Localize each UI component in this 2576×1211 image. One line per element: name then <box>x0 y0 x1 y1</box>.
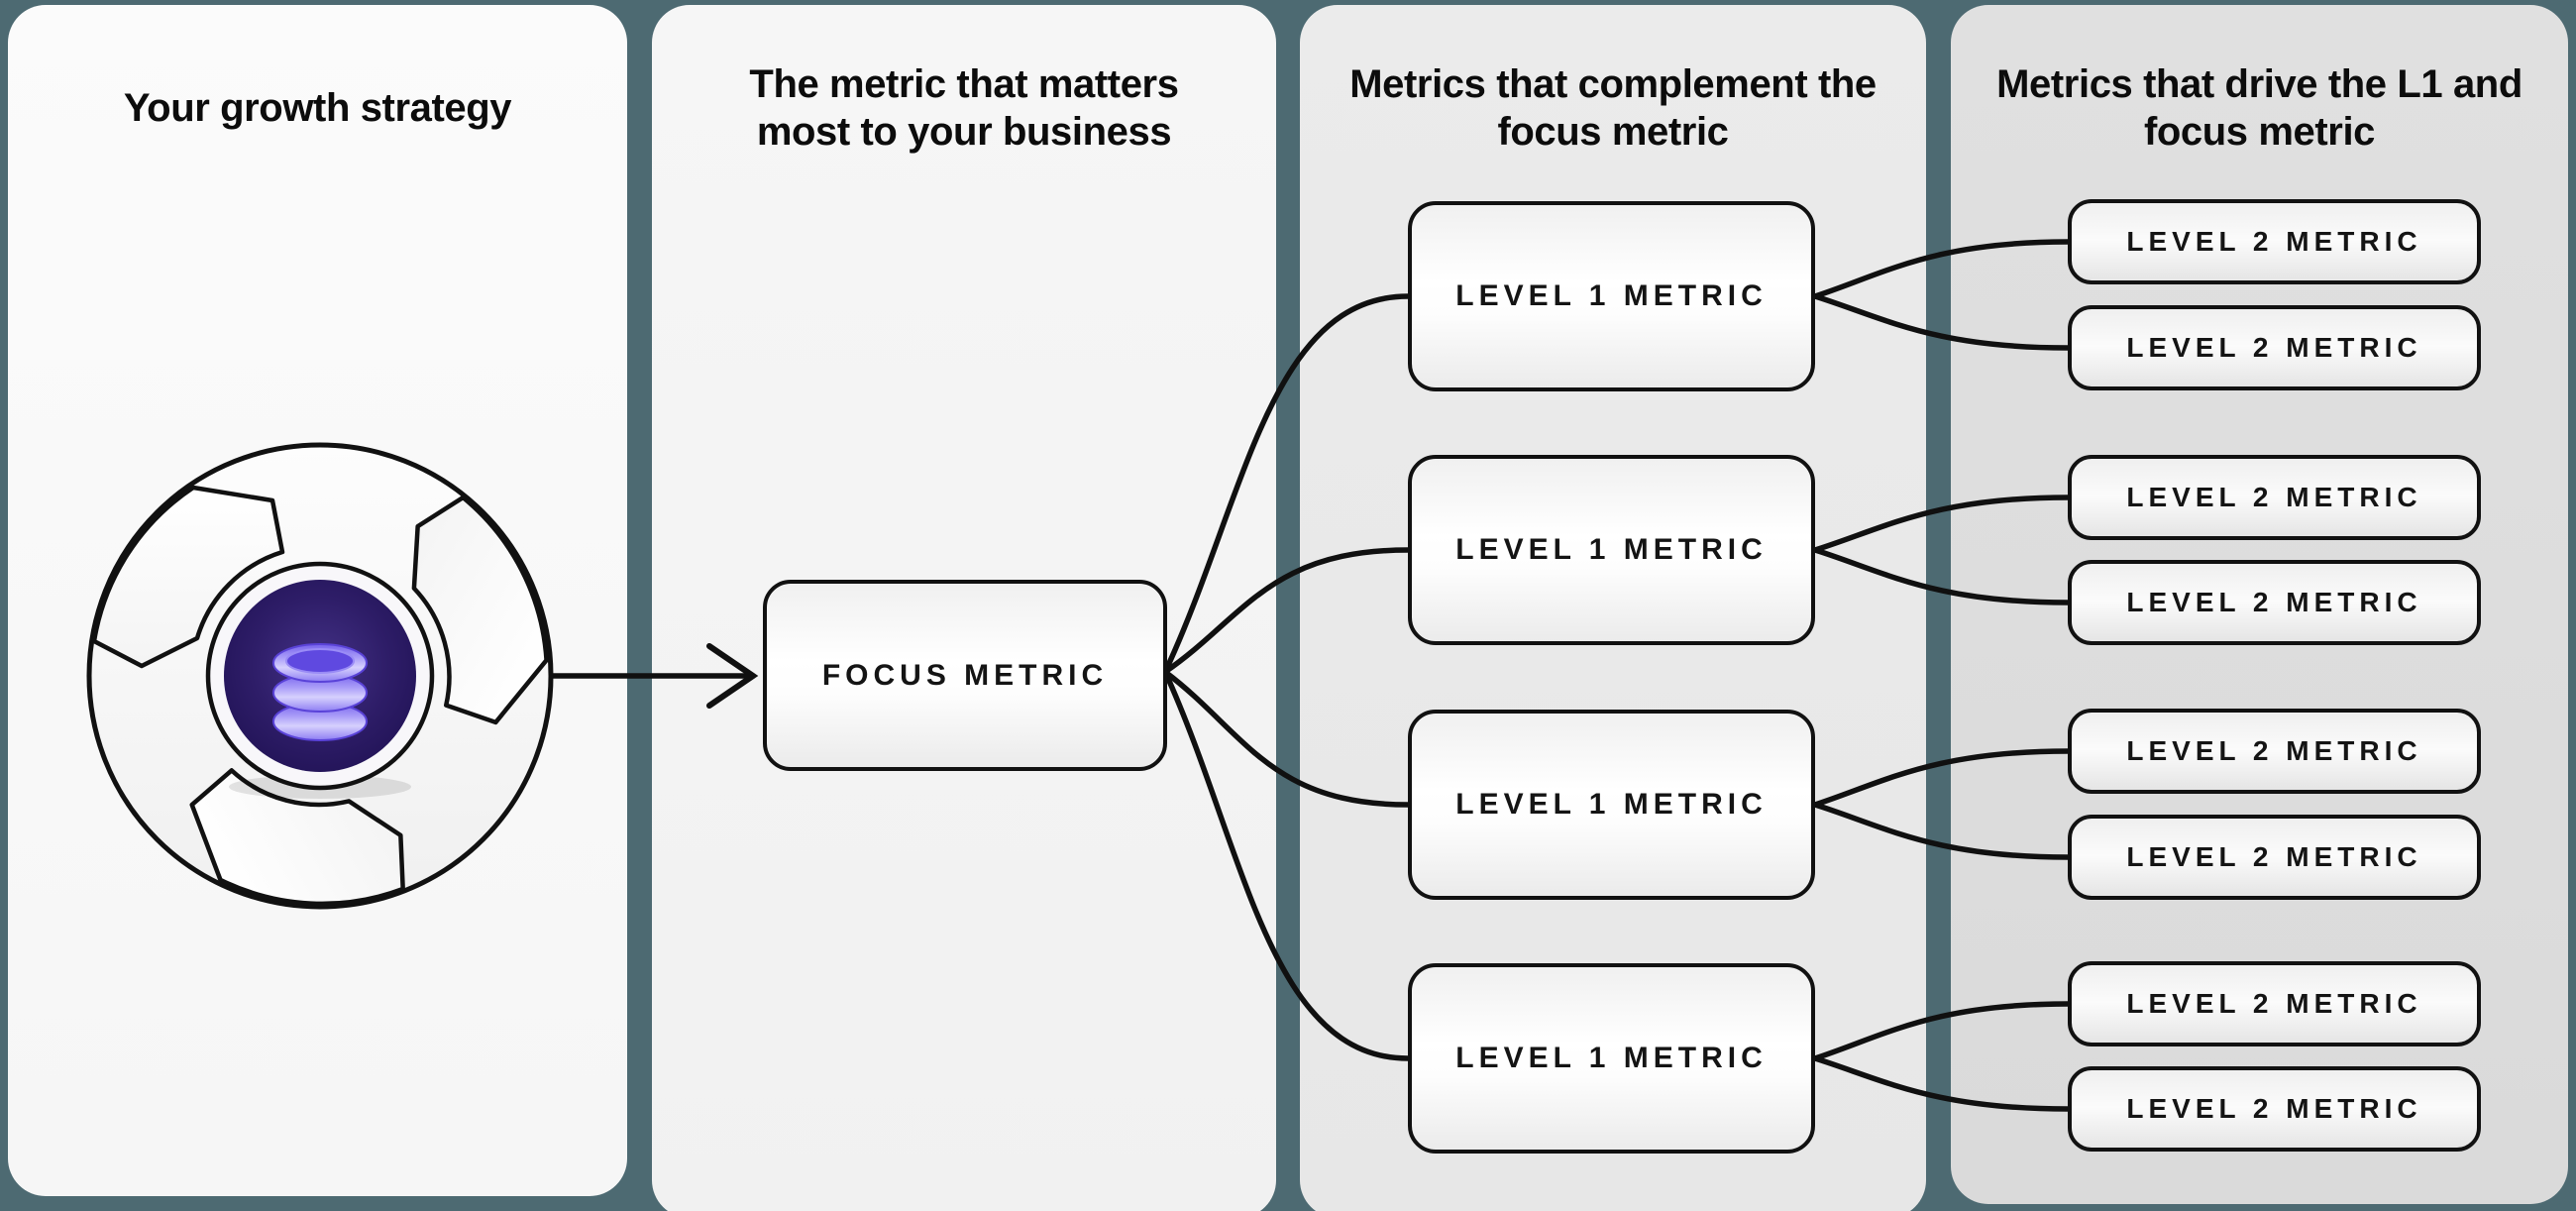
level2-metric-label: LEVEL 2 METRIC <box>2126 587 2422 617</box>
panel-title-text: Metrics that complement the focus metric <box>1349 62 1877 154</box>
focus-metric-label: FOCUS METRIC <box>821 658 1109 692</box>
database-icon <box>272 643 368 741</box>
level1-metric-node: LEVEL 1 METRIC <box>1408 201 1815 391</box>
level2-metric-node: LEVEL 2 METRIC <box>2068 305 2481 390</box>
panel-title: Your growth strategy <box>8 56 627 160</box>
level2-metric-node: LEVEL 2 METRIC <box>2068 815 2481 900</box>
focus-metric-node: FOCUS METRIC <box>763 580 1167 771</box>
panel-title: Metrics that drive the L1 and focus metr… <box>1951 56 2568 160</box>
panel-title-text: The metric that matters most to your bus… <box>749 62 1179 154</box>
level2-metric-node: LEVEL 2 METRIC <box>2068 560 2481 645</box>
level1-metric-node: LEVEL 1 METRIC <box>1408 963 1815 1154</box>
level1-metric-label: LEVEL 1 METRIC <box>1455 1042 1768 1074</box>
level2-metric-label: LEVEL 2 METRIC <box>2126 735 2422 766</box>
level2-metric-node: LEVEL 2 METRIC <box>2068 961 2481 1046</box>
level2-metric-label: LEVEL 2 METRIC <box>2126 1093 2422 1124</box>
level2-metric-label: LEVEL 2 METRIC <box>2126 226 2422 257</box>
level1-metric-label: LEVEL 1 METRIC <box>1455 533 1768 566</box>
level2-metric-label: LEVEL 2 METRIC <box>2126 841 2422 872</box>
panel-title-text: Metrics that drive the L1 and focus metr… <box>1996 62 2522 154</box>
level2-metric-node: LEVEL 2 METRIC <box>2068 455 2481 540</box>
flywheel-blades <box>91 485 549 907</box>
level2-metric-node: LEVEL 2 METRIC <box>2068 199 2481 284</box>
panel-title: The metric that matters most to your bus… <box>652 56 1276 160</box>
level1-metric-label: LEVEL 1 METRIC <box>1455 788 1768 821</box>
level1-metric-label: LEVEL 1 METRIC <box>1455 279 1768 312</box>
level2-metric-label: LEVEL 2 METRIC <box>2126 482 2422 512</box>
level2-metric-label: LEVEL 2 METRIC <box>2126 332 2422 363</box>
level2-metric-node: LEVEL 2 METRIC <box>2068 1066 2481 1152</box>
level2-metric-label: LEVEL 2 METRIC <box>2126 988 2422 1019</box>
level1-metric-node: LEVEL 1 METRIC <box>1408 455 1815 645</box>
panel-title-text: Your growth strategy <box>123 86 512 130</box>
level1-metric-node: LEVEL 1 METRIC <box>1408 710 1815 900</box>
panel-title: Metrics that complement the focus metric <box>1300 56 1926 160</box>
flywheel-database-icon <box>86 442 554 910</box>
level2-metric-node: LEVEL 2 METRIC <box>2068 709 2481 794</box>
